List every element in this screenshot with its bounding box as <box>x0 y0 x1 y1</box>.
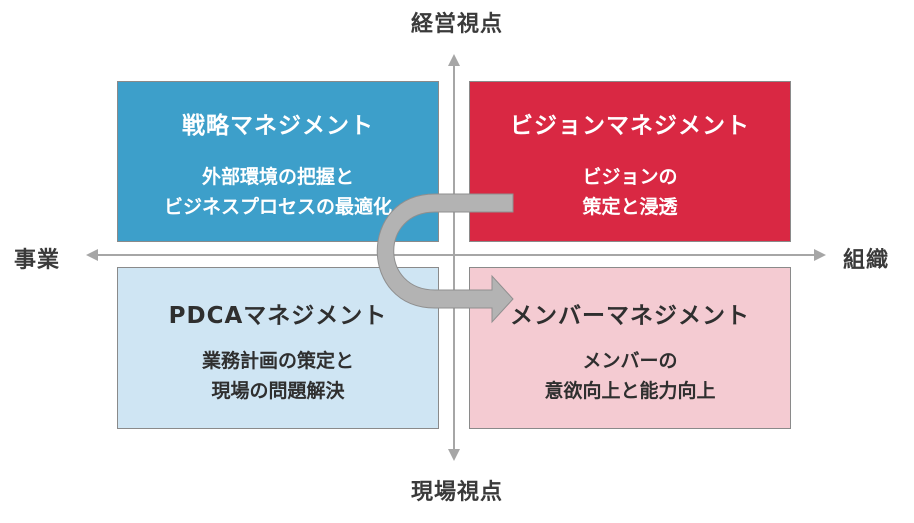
axis-arrowhead-down <box>448 449 460 461</box>
quadrant-title: メンバーマネジメント <box>510 303 750 329</box>
quadrant-vision-management: ビジョンマネジメント ビジョンの 策定と浸透 <box>469 81 791 242</box>
quadrant-description: メンバーの 意欲向上と能力向上 <box>470 346 790 406</box>
quadrant-description-line: 策定と浸透 <box>582 196 678 218</box>
vertical-axis <box>448 54 460 461</box>
quadrant-description-line: 意欲向上と能力向上 <box>544 380 716 402</box>
quadrant-description: 業務計画の策定と 現場の問題解決 <box>118 346 438 406</box>
quadrant-description-line: ビジネスプロセスの最適化 <box>163 196 392 218</box>
quadrant-description-line: 業務計画の策定と <box>201 350 354 372</box>
quadrant-pdca-management: PDCAマネジメント 業務計画の策定と 現場の問題解決 <box>117 267 439 429</box>
quadrant-title: PDCAマネジメント <box>168 303 388 329</box>
axis-arrowhead-right <box>814 249 826 261</box>
quadrant-description-line: ビジョンの <box>582 166 678 188</box>
quadrant-description-line: 外部環境の把握と <box>201 166 354 188</box>
axis-arrowhead-left <box>86 249 98 261</box>
quadrant-description: ビジョンの 策定と浸透 <box>470 162 790 222</box>
horizontal-axis <box>86 249 826 261</box>
quadrant-description-line: メンバーの <box>582 350 678 372</box>
quadrant-description-line: 現場の問題解決 <box>211 380 345 402</box>
quadrant-title: 戦略マネジメント <box>182 113 374 139</box>
axis-label-bottom: 現場視点 <box>410 480 504 505</box>
axis-label-right: 組織 <box>843 248 890 273</box>
axis-label-top: 経営視点 <box>410 12 504 37</box>
quadrant-member-management: メンバーマネジメント メンバーの 意欲向上と能力向上 <box>469 267 791 429</box>
quadrant-title: ビジョンマネジメント <box>510 113 750 139</box>
quadrant-strategy-management: 戦略マネジメント 外部環境の把握と ビジネスプロセスの最適化 <box>117 81 439 242</box>
axis-arrowhead-up <box>448 54 460 66</box>
axis-label-left: 事業 <box>14 248 61 273</box>
quadrant-description: 外部環境の把握と ビジネスプロセスの最適化 <box>118 162 438 222</box>
